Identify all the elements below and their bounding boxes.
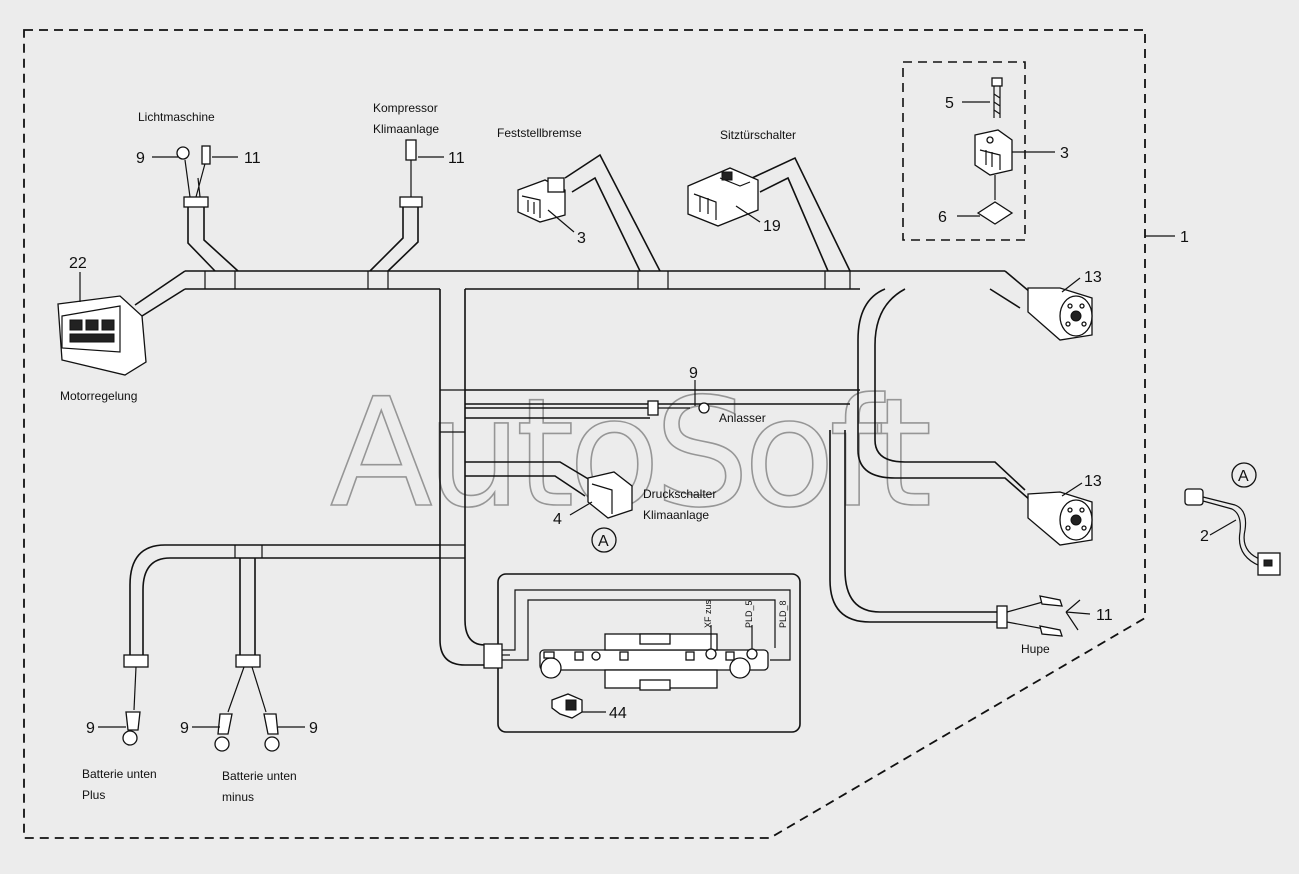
callout-4: 4 [553,511,562,528]
callout-9-batterie-minus-left: 9 [180,720,189,737]
assembly-boundary [23,29,1146,839]
label-feststellbremse: Feststellbremse [497,126,582,140]
watermark: AutoSoft [330,367,929,541]
callout-13-top: 13 [1084,269,1102,286]
callout-9-batterie-plus: 9 [86,720,95,737]
detail-a-title [1231,462,1257,488]
pressure-switch-detail [1184,488,1281,576]
label-pld5: PLD_5 [744,600,754,628]
label-xf-zus: XF zus [703,599,713,628]
kompressor-terminal [399,139,423,208]
callout-6: 6 [938,209,947,226]
callout-44: 44 [609,705,627,722]
detail-a-title-letter: A [1238,468,1249,485]
feststellbremse-connector [517,177,566,223]
battery-plus-terminal [122,654,149,746]
callout-19: 19 [763,218,781,235]
callout-9-anlasser: 9 [689,365,698,382]
label-motorregelung: Motorregelung [60,389,137,403]
callout-1: 1 [1180,229,1189,246]
callout-11-hupe: 11 [1096,607,1113,624]
label-batterie-minus-2: minus [222,790,254,804]
label-batterie-minus-1: Batterie unten [222,769,297,783]
callout-13-bottom: 13 [1084,473,1102,490]
label-druckschalter: Druckschalter [643,487,716,501]
hupe-terminals [996,595,1063,637]
leader-lines [79,101,1237,728]
callout-2: 2 [1200,528,1209,545]
callout-9-batterie-minus-right: 9 [309,720,318,737]
label-lichtmaschine: Lichtmaschine [138,110,215,124]
detail-a-marker-letter: A [598,533,609,550]
callout-11-lichtmaschine: 11 [244,150,261,167]
label-batterie-plus-2: Plus [82,788,105,802]
round-connector-top [1027,287,1093,341]
callout-22: 22 [69,255,87,272]
label-klimaanlage-kompressor: Klimaanlage [373,122,439,136]
label-batterie-plus-1: Batterie unten [82,767,157,781]
fuse-panel [483,573,801,733]
motorregelung-connector [57,295,147,376]
round-connector-bottom [1027,491,1093,546]
lichtmaschine-terminals [176,145,211,208]
label-hupe: Hupe [1021,642,1050,656]
main-harness [129,153,1031,666]
battery-minus-terminal [214,654,280,752]
callout-3-feststellbremse: 3 [577,230,586,247]
druckschalter-connector [587,471,633,519]
inset-box [902,61,1026,241]
callout-5: 5 [945,95,954,112]
inset-parts [974,77,1014,225]
label-anlasser: Anlasser [719,411,766,425]
label-sitztuerschalter: Sitztürschalter [720,128,796,142]
callout-3-inset: 3 [1060,145,1069,162]
label-klimaanlage-druck: Klimaanlage [643,508,709,522]
label-pld8: PLD_8 [778,600,788,628]
label-kompressor: Kompressor [373,101,438,115]
callout-9-lichtmaschine: 9 [136,150,145,167]
detail-a-marker [591,527,617,553]
callout-11-kompressor: 11 [448,150,465,167]
sitztuerschalter-connector [687,167,759,227]
anlasser-terminal [647,400,710,416]
